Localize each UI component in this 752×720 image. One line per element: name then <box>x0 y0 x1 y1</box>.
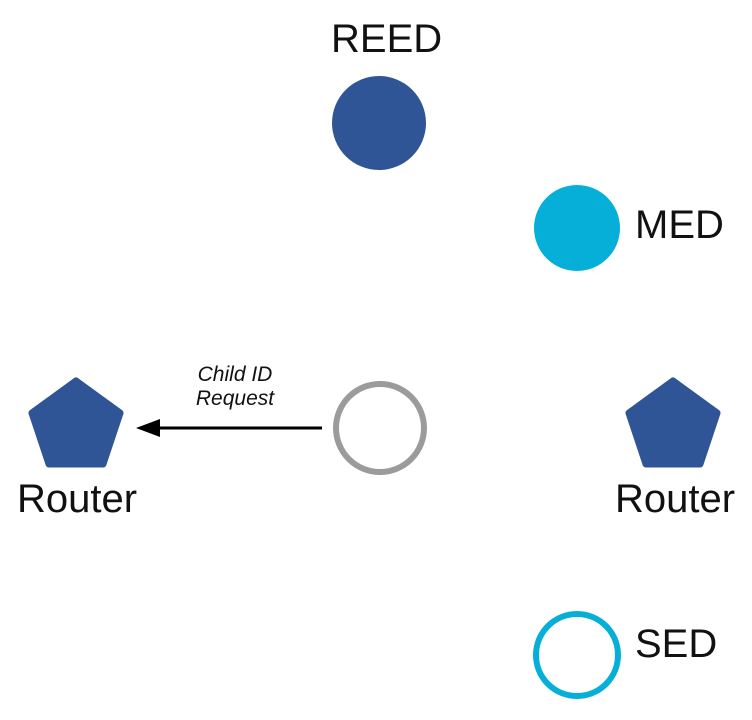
node-router-left-label: Router <box>17 477 138 521</box>
node-sed-label: SED <box>635 622 718 666</box>
node-router-left-shape[interactable] <box>28 377 124 468</box>
node-router-right-shape[interactable] <box>625 377 721 468</box>
node-sed-shape[interactable] <box>533 611 621 699</box>
edge-label-line-1: Child ID <box>197 363 273 386</box>
edge-child-id-request-arrowhead <box>136 419 160 437</box>
node-reed-label: REED <box>331 17 443 61</box>
node-med-label: MED <box>635 203 724 247</box>
node-reed-shape[interactable] <box>332 76 426 170</box>
node-router-right-label: Router <box>615 477 736 521</box>
edge-label-line-2: Request <box>195 386 275 410</box>
node-leader-shape[interactable] <box>333 381 427 475</box>
edge-child-id-request-label: Child ID Request <box>160 363 310 410</box>
node-med-shape[interactable] <box>534 185 620 271</box>
edge-child-id-request[interactable] <box>136 419 322 437</box>
